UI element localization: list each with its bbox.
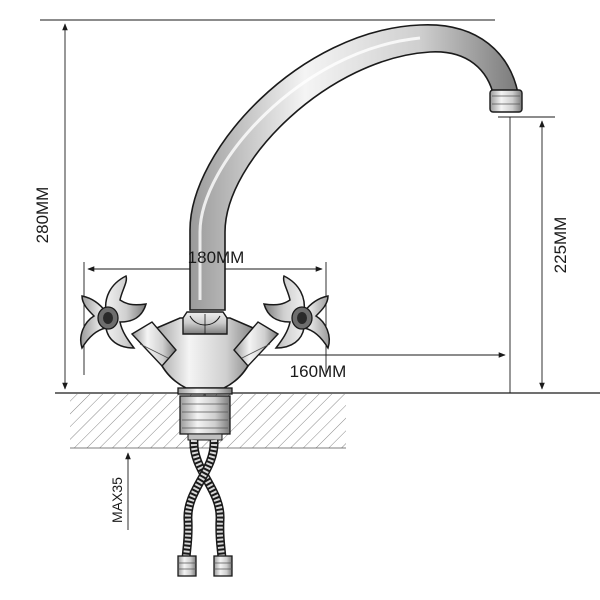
dim-280-label: 280MM (33, 187, 52, 244)
right-valve-stem (233, 321, 280, 368)
dim-180-label: 180MM (188, 248, 245, 267)
hose-left-fitting (177, 555, 197, 577)
right-valve (233, 321, 280, 368)
spout-body (189, 24, 519, 311)
right-cross-handle (262, 274, 330, 350)
countertop (55, 392, 600, 449)
base-collar (177, 387, 233, 395)
hose-right-braid (190, 439, 225, 561)
dim-max35-label: MAX35 (109, 477, 125, 523)
left-handle-cap-center (103, 312, 113, 324)
spout-highlight (198, 36, 421, 300)
faucet-body (151, 311, 259, 441)
left-valve-line (139, 343, 169, 359)
hose-right-fitting (213, 555, 233, 577)
right-handle-cap-center (297, 312, 307, 324)
flexible-hoses (177, 439, 233, 577)
spout (189, 24, 523, 311)
shank-threads (182, 403, 228, 429)
left-valve-stem (130, 321, 177, 368)
left-valve (130, 321, 177, 368)
aerator (489, 89, 523, 113)
left-cross-handle (80, 274, 148, 350)
dim-160-label: 160MM (290, 362, 347, 381)
shank-end (187, 433, 223, 441)
dim-225-label: 225MM (551, 217, 570, 274)
hose-left-braid (183, 439, 218, 561)
right-valve-line (241, 343, 271, 359)
